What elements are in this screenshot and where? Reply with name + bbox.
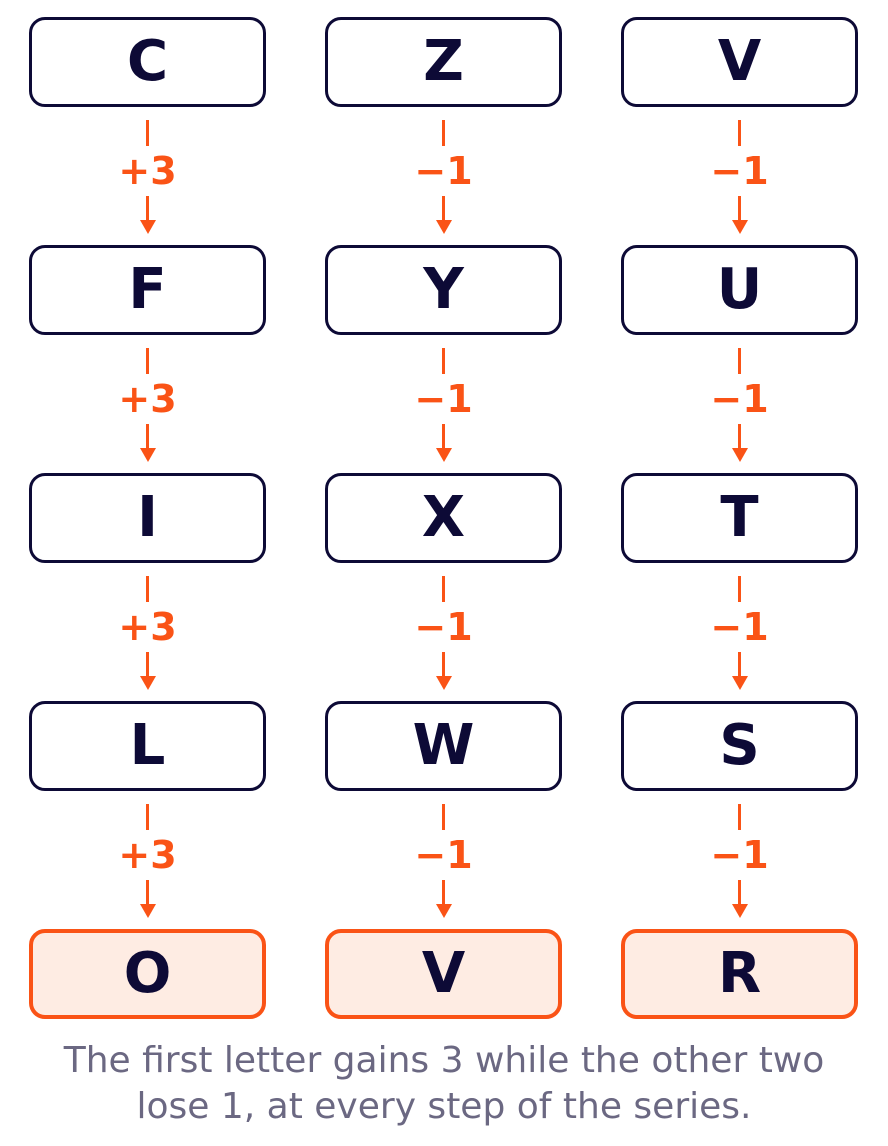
- step-label: +3: [118, 605, 177, 649]
- letter-box: T: [621, 473, 858, 563]
- letter-box: I: [29, 473, 266, 563]
- step-label: −1: [414, 605, 473, 649]
- letter-box: X: [325, 473, 562, 563]
- step-label: −1: [710, 149, 769, 193]
- letter-box: W: [325, 701, 562, 791]
- arrow-line-segment: [146, 120, 149, 146]
- arrow-line-segment: [146, 652, 149, 679]
- arrow-line-segment: [738, 576, 741, 602]
- step-arrow: +3: [108, 348, 188, 464]
- letter-box: C: [29, 17, 266, 107]
- step-arrow: +3: [108, 576, 188, 692]
- step-arrow: −1: [404, 120, 484, 236]
- arrow-line-segment: [738, 424, 741, 451]
- arrow-line-segment: [146, 348, 149, 374]
- step-arrow: −1: [404, 804, 484, 920]
- letter-box: S: [621, 701, 858, 791]
- arrow-line-segment: [442, 424, 445, 451]
- step-arrow: −1: [700, 576, 780, 692]
- letter-box: Y: [325, 245, 562, 335]
- step-label: +3: [118, 377, 177, 421]
- step-label: −1: [710, 605, 769, 649]
- step-arrow: −1: [404, 576, 484, 692]
- caption-line-2: lose 1, at every step of the series.: [136, 1086, 752, 1127]
- letter-box: F: [29, 245, 266, 335]
- step-arrow: −1: [700, 804, 780, 920]
- step-label: +3: [118, 149, 177, 193]
- arrow-line-segment: [146, 196, 149, 223]
- arrow-line-segment: [442, 576, 445, 602]
- step-arrow: −1: [700, 120, 780, 236]
- arrow-line-segment: [738, 804, 741, 830]
- step-label: −1: [414, 833, 473, 877]
- arrow-down-icon: [139, 448, 156, 462]
- letter-box: Z: [325, 17, 562, 107]
- letter-box: U: [621, 245, 858, 335]
- arrow-line-segment: [146, 424, 149, 451]
- arrow-line-segment: [738, 120, 741, 146]
- arrow-line-segment: [146, 804, 149, 830]
- answer-letter-box: V: [325, 929, 562, 1019]
- arrow-down-icon: [731, 676, 748, 690]
- arrow-line-segment: [442, 804, 445, 830]
- answer-letter-box: O: [29, 929, 266, 1019]
- step-arrow: +3: [108, 120, 188, 236]
- arrow-line-segment: [442, 348, 445, 374]
- arrow-down-icon: [731, 448, 748, 462]
- arrow-down-icon: [139, 904, 156, 918]
- arrow-line-segment: [442, 196, 445, 223]
- arrow-down-icon: [435, 220, 452, 234]
- arrow-down-icon: [731, 220, 748, 234]
- arrow-line-segment: [442, 880, 445, 907]
- letter-box: L: [29, 701, 266, 791]
- letter-box: V: [621, 17, 858, 107]
- step-arrow: +3: [108, 804, 188, 920]
- arrow-line-segment: [738, 196, 741, 223]
- arrow-line-segment: [442, 120, 445, 146]
- step-label: +3: [118, 833, 177, 877]
- step-label: −1: [710, 833, 769, 877]
- arrow-down-icon: [435, 904, 452, 918]
- arrow-line-segment: [738, 880, 741, 907]
- arrow-down-icon: [139, 220, 156, 234]
- arrow-down-icon: [435, 676, 452, 690]
- arrow-down-icon: [139, 676, 156, 690]
- arrow-line-segment: [146, 880, 149, 907]
- arrow-down-icon: [435, 448, 452, 462]
- arrow-line-segment: [146, 576, 149, 602]
- step-label: −1: [710, 377, 769, 421]
- arrow-down-icon: [731, 904, 748, 918]
- step-arrow: −1: [404, 348, 484, 464]
- caption-line-1: The first letter gains 3 while the other…: [63, 1040, 825, 1081]
- step-label: −1: [414, 149, 473, 193]
- arrow-line-segment: [442, 652, 445, 679]
- step-arrow: −1: [700, 348, 780, 464]
- answer-letter-box: R: [621, 929, 858, 1019]
- arrow-line-segment: [738, 348, 741, 374]
- caption: The first letter gains 3 while the other…: [0, 1038, 888, 1130]
- step-label: −1: [414, 377, 473, 421]
- arrow-line-segment: [738, 652, 741, 679]
